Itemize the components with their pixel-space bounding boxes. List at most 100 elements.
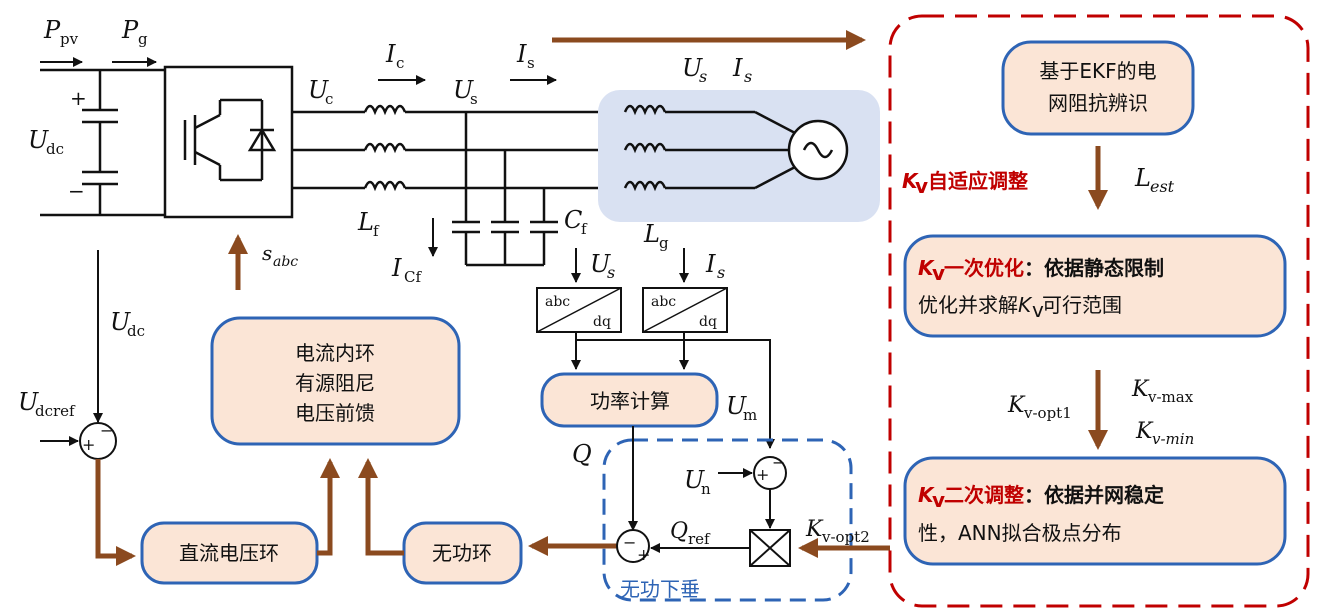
power-flow-labels: P pv P g [40,16,157,67]
un-sub: n [701,480,711,498]
opt1-k: K [918,256,935,280]
kvmax-sub: v-max [1147,388,1194,406]
kvmax-label: K [1131,377,1150,402]
q-label: Q [572,440,592,468]
q-summing-junction: − + [616,529,650,564]
sabc-sub: abc [273,254,298,270]
u-summing-junction: + − [753,453,787,490]
sabc-label: s [262,241,272,265]
kvopt2-label: K [805,517,824,542]
opt1-line2b: 可行范围 [1042,293,1122,317]
dq-label-2: dq [699,314,717,330]
us-top-sub: s [699,67,707,86]
dc-plus-sign: + [70,86,87,110]
inner-line2: 有源阻尼 [295,371,375,395]
opt1-line2a: 优化并求解 [918,293,1018,317]
udc-label: U [28,126,49,154]
opt1-box: K v 一次优化 ：依据静态限制 优化并求解 K v 可行范围 [903,234,1287,338]
ac-lines [292,104,625,192]
lg-label: L [643,220,660,248]
sum2-minus: − [772,453,785,472]
droop-label: 无功下垂 [620,577,700,601]
abc-dq-transform-is: abc dq [642,287,728,333]
us-label: U [453,76,474,104]
udc-sub: dc [46,140,64,158]
qref-sub: ref [688,530,711,548]
inner-line3: 电压前馈 [295,401,375,425]
dq-label-1: dq [593,314,611,330]
abc-label-2: abc [651,294,676,310]
dc-voltage-loop-box: 直流电压环 [140,521,319,585]
lest-sub: est [1150,177,1175,196]
is-label: I [516,40,527,68]
inverter-bridge [163,65,294,219]
reactive-loop-label: 无功环 [432,541,492,565]
opt2-red: 二次调整 [944,483,1024,507]
power-calc-label: 功率计算 [590,389,670,413]
us-sub: s [470,90,478,108]
is-top-sub: s [744,67,752,86]
ac-source-icon [787,119,849,181]
um-sub: m [743,406,757,424]
un-label: U [684,466,705,494]
us-in-label: U [590,250,611,278]
lg-sub: g [659,234,669,252]
dc-minus-sign: − [68,179,85,203]
dc-loop-path [95,459,136,566]
grid-inductors [623,104,798,192]
igbt-icon [183,98,277,182]
filter-capacitors [452,112,558,267]
icf-label: I [391,254,402,282]
opt2-v: v [932,488,945,512]
adaptive-v: v [915,174,928,198]
kvopt2-sub: v-opt2 [821,528,870,546]
is-sub: s [527,54,535,72]
udcref-sub: dcref [35,402,76,420]
reactive-loop-box: 无功环 [402,521,523,585]
ekf-box: 基于EKF的电 网阻抗辨识 [1001,40,1195,136]
ppv-label: P [43,16,61,44]
pg-sub: g [138,30,148,48]
dc-to-inner-arrow [317,458,340,556]
kvopt1-label: K [1007,393,1026,418]
lest-label: L [1134,164,1151,192]
cf-label: C [564,206,582,234]
adaptive-k: K [902,169,919,193]
ekf-line2: 网阻抗辨识 [1048,91,1148,115]
dc-link: + − U dc [28,68,165,217]
droop-dashed-box [602,438,853,602]
kvopt1-sub: v-opt1 [1023,404,1072,422]
adaptive-text: 自适应调整 [928,169,1028,193]
opt1-red: 一次优化 [944,256,1024,280]
udc-fb-label: U [110,308,131,336]
lf-label: L [357,208,374,236]
opt2-k: K [918,483,935,507]
opt1-v: v [932,261,945,285]
udc-fb-sub: dc [127,322,145,340]
ic-label: I [385,40,396,68]
qref-label: Q [670,519,688,544]
sum3-plus: + [637,545,650,564]
opt1-line2v: v [1032,298,1044,322]
abc-dq-transform-us: abc dq [536,287,622,333]
lf-sub: f [373,222,380,240]
ppv-sub: pv [60,30,79,48]
is-in-label: I [705,250,716,278]
is-top-label: I [732,54,743,82]
sum2-plus: + [756,465,769,484]
uc-label: U [308,76,329,104]
udc-summing-junction: + − [79,421,117,460]
ekf-line1: 基于EKF的电 [1039,59,1156,83]
adaptive-region [888,14,1310,608]
inner-line1: 电流内环 [295,341,375,365]
pg-label: P [121,16,139,44]
ac-labels: U c I c U s I s U s I s L f I Cf C f L g [308,40,752,286]
ic-sub: c [396,54,404,72]
power-calc-box: 功率计算 [540,372,719,428]
cf-sub: f [581,220,588,238]
reactive-to-inner-arrow [358,458,404,556]
inner-loop-box: 电流内环 有源阻尼 电压前馈 [210,316,461,446]
opt1-rest1: ：依据静态限制 [1024,256,1164,280]
kvmin-label: K [1135,419,1154,444]
